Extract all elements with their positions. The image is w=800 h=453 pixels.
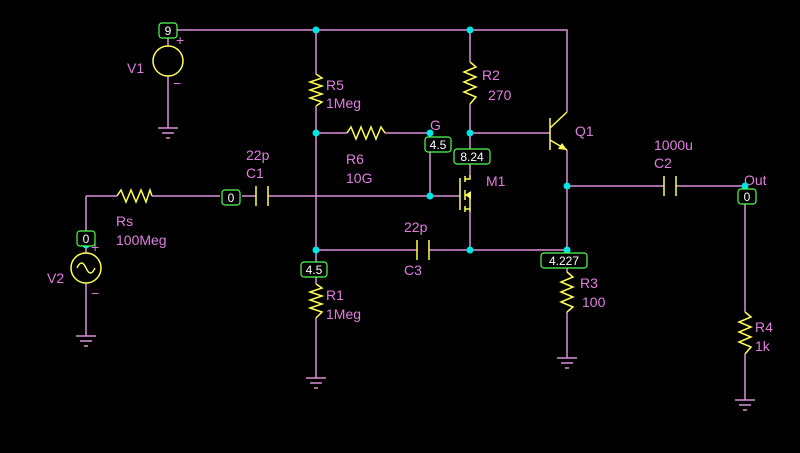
- r1-value: 1Meg: [326, 306, 361, 322]
- gate-net-label: G: [430, 117, 441, 133]
- voltage-emitter: 4.227: [540, 252, 588, 269]
- c3-label: C3: [404, 262, 422, 278]
- ground-icon: [158, 127, 178, 139]
- c1-capacitor[interactable]: [255, 186, 269, 206]
- voltage-out: 0: [737, 188, 757, 205]
- m1-mosfet[interactable]: [459, 175, 471, 212]
- voltage-supply: 9: [158, 22, 178, 39]
- node-dot: [466, 246, 474, 254]
- voltage-divider: 4.5: [300, 261, 328, 278]
- svg-text:0: 0: [744, 190, 751, 204]
- v2-source[interactable]: + −: [70, 239, 102, 301]
- v2-minus: −: [91, 285, 99, 301]
- r5-resistor[interactable]: [307, 73, 325, 107]
- rs-value: 100Meg: [116, 232, 167, 248]
- r1-label: R1: [326, 287, 344, 303]
- q1-label: Q1: [575, 123, 594, 139]
- voltage-c1-node: 0: [221, 189, 241, 206]
- r2-resistor[interactable]: [462, 61, 478, 105]
- c1-label: C1: [246, 165, 264, 181]
- node-dot: [741, 182, 749, 190]
- v1-plus: +: [176, 32, 184, 48]
- r2-label: R2: [482, 67, 500, 83]
- r6-resistor[interactable]: [346, 125, 386, 141]
- r5-label: R5: [326, 77, 344, 93]
- ground-icon: [76, 335, 96, 347]
- node-dot: [426, 129, 434, 137]
- v1-label: V1: [127, 60, 144, 76]
- c3-value: 22p: [404, 219, 428, 235]
- r2-value: 270: [488, 87, 512, 103]
- node-dot: [312, 129, 320, 137]
- r5-value: 1Meg: [326, 95, 361, 111]
- emitter-arrow-icon: [558, 143, 567, 150]
- c2-label: C2: [654, 155, 672, 171]
- v1-source[interactable]: + −: [152, 32, 184, 91]
- r3-label: R3: [580, 275, 598, 291]
- c1-value: 22p: [246, 147, 270, 163]
- node-dot: [466, 129, 474, 137]
- node-dot: [563, 246, 571, 254]
- c2-capacitor[interactable]: [663, 176, 677, 196]
- mosfet-arrow-icon: [465, 191, 471, 199]
- svg-text:9: 9: [165, 24, 172, 38]
- r4-resistor[interactable]: [737, 311, 753, 355]
- ground-icon: [306, 377, 326, 389]
- node-dot: [312, 26, 320, 34]
- ground-symbols: [76, 127, 755, 411]
- svg-text:0: 0: [228, 191, 235, 205]
- v2-plus: +: [91, 239, 99, 255]
- svg-text:4.227: 4.227: [549, 254, 579, 268]
- voltage-v2-top: 0: [76, 230, 96, 247]
- ground-icon: [557, 357, 577, 369]
- r4-value: 1k: [755, 338, 771, 354]
- voltage-gate: 4.5: [424, 136, 452, 153]
- wires: [85, 29, 746, 400]
- svg-text:8.24: 8.24: [460, 150, 484, 164]
- svg-text:4.5: 4.5: [306, 263, 323, 277]
- svg-text:4.5: 4.5: [430, 138, 447, 152]
- c2-value: 1000u: [654, 137, 693, 153]
- v1-minus: −: [173, 75, 181, 91]
- sine-wave-icon: [76, 262, 96, 274]
- supply-rail: [168, 29, 568, 112]
- node-dot: [466, 26, 474, 34]
- r1-resistor[interactable]: [307, 283, 325, 319]
- svg-text:0: 0: [83, 232, 90, 246]
- node-dot: [563, 182, 571, 190]
- node-dots: [82, 26, 749, 254]
- voltage-drain: 8.24: [453, 148, 491, 165]
- v2-label: V2: [47, 270, 64, 286]
- r4-label: R4: [755, 319, 773, 335]
- r3-value: 100: [582, 294, 606, 310]
- c3-capacitor[interactable]: [416, 240, 430, 260]
- rs-label: Rs: [116, 213, 133, 229]
- node-dot: [312, 246, 320, 254]
- node-dot: [426, 192, 434, 200]
- r6-value: 10G: [346, 170, 372, 186]
- m1-label: M1: [486, 173, 506, 189]
- out-net-label: Out: [744, 172, 767, 188]
- r6-label: R6: [346, 151, 364, 167]
- rs-resistor[interactable]: [116, 187, 153, 205]
- ground-icon: [735, 399, 755, 411]
- q1-transistor[interactable]: [549, 111, 568, 151]
- r3-resistor[interactable]: [559, 271, 575, 313]
